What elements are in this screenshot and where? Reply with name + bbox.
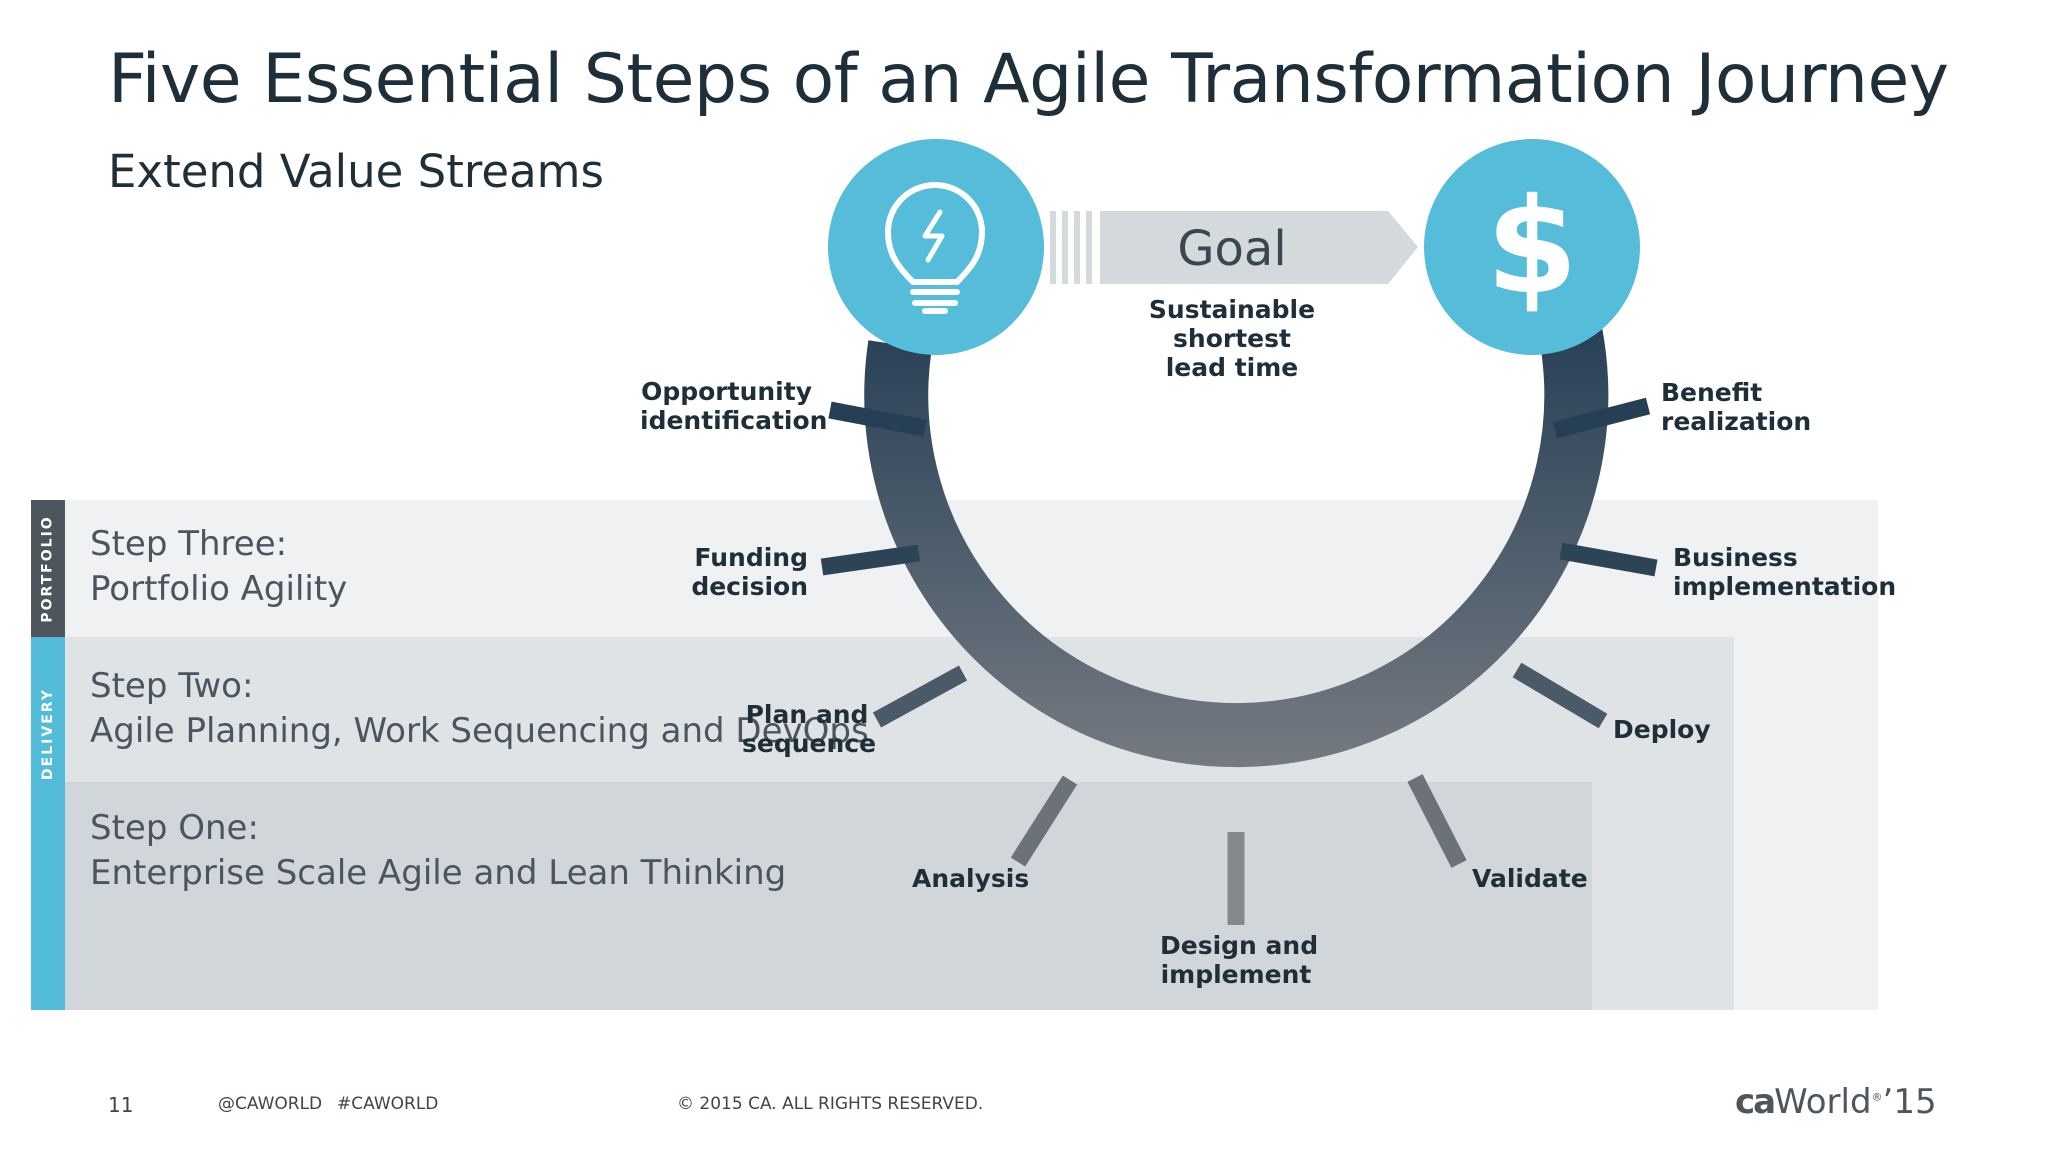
portfolio-side-tab: PORTFOLIO xyxy=(31,500,65,637)
label-funding-line1: Funding xyxy=(694,543,808,572)
step-one-name: Enterprise Scale Agile and Lean Thinking xyxy=(90,853,787,893)
goal-label: Goal xyxy=(1177,221,1286,277)
label-analysis: Analysis xyxy=(912,864,1030,893)
step-three-name: Portfolio Agility xyxy=(90,569,348,609)
label-plan-line2: sequence xyxy=(742,729,877,758)
label-business-line1: Business xyxy=(1673,543,1798,572)
label-design-line1: Design and xyxy=(1160,931,1319,960)
tick-business xyxy=(1559,542,1658,577)
label-opportunity-line1: Opportunity xyxy=(641,377,812,406)
goal-description-line2: lead time xyxy=(1165,353,1299,382)
label-business-line2: implementation xyxy=(1673,572,1897,601)
step-one-band xyxy=(65,782,1592,1010)
goal-description-line1: Sustainable shortest xyxy=(1148,295,1316,353)
label-business-implementation: Business implementation xyxy=(1673,543,1896,601)
step-one: Step One: Enterprise Scale Agile and Lea… xyxy=(90,806,786,896)
label-design-and-implement: Design and implement xyxy=(1160,931,1319,989)
label-deploy: Deploy xyxy=(1613,715,1711,744)
dollar-symbol: $ xyxy=(1486,170,1578,324)
logo-year: ’15 xyxy=(1882,1082,1937,1122)
cycle-ticks xyxy=(820,397,1658,925)
step-two: Step Two: Agile Planning, Work Sequencin… xyxy=(90,664,869,754)
tick-benefit xyxy=(1552,397,1651,439)
social-handle: @CAWORLD xyxy=(218,1094,323,1114)
ca-world-logo: caWorld®’15 xyxy=(1735,1082,1937,1122)
label-funding-decision: Funding decision xyxy=(680,543,808,601)
step-one-heading: Step One: xyxy=(90,808,259,848)
step-two-name: Agile Planning, Work Sequencing and DevO… xyxy=(90,711,869,751)
label-plan-line1: Plan and xyxy=(745,700,869,729)
goal-arrow: Goal xyxy=(1050,211,1418,284)
label-benefit-line2: realization xyxy=(1661,407,1812,436)
tick-analysis xyxy=(1010,775,1078,867)
step-two-heading: Step Two: xyxy=(90,666,254,706)
tick-opportunity xyxy=(828,401,927,437)
label-design-line2: implement xyxy=(1160,960,1312,989)
logo-ca: ca xyxy=(1735,1082,1776,1122)
label-validate: Validate xyxy=(1472,864,1588,893)
dollar-icon: $ xyxy=(1424,139,1640,355)
label-plan-and-sequence: Plan and sequence xyxy=(742,700,877,758)
page-title: Five Essential Steps of an Agile Transfo… xyxy=(108,40,1949,119)
copyright-notice: © 2015 CA. ALL RIGHTS RESERVED. xyxy=(677,1094,984,1114)
delivery-side-tab: DELIVERY xyxy=(31,637,65,1010)
tick-plan xyxy=(872,665,968,728)
goal-description: Sustainable shortest lead time xyxy=(1100,295,1364,382)
page-number: 11 xyxy=(108,1093,134,1117)
tick-validate xyxy=(1407,774,1467,868)
label-benefit-line1: Benefit xyxy=(1661,378,1763,407)
lightbulb-icon xyxy=(828,139,1044,355)
tick-funding xyxy=(820,544,921,576)
label-funding-line2: decision xyxy=(691,572,808,601)
logo-registered: ® xyxy=(1871,1090,1883,1104)
label-opportunity-identification: Opportunity identification xyxy=(640,377,828,435)
social-hashtag: #CAWORLD xyxy=(337,1094,439,1114)
label-opportunity-line2: identification xyxy=(640,406,828,435)
step-three: Step Three: Portfolio Agility xyxy=(90,522,347,612)
step-three-heading: Step Three: xyxy=(90,524,288,564)
logo-world: World xyxy=(1774,1082,1872,1122)
cycle-arc xyxy=(864,323,1609,768)
page-subtitle: Extend Value Streams xyxy=(108,145,604,198)
tick-deploy xyxy=(1512,662,1608,729)
label-benefit-realization: Benefit realization xyxy=(1661,378,1811,436)
